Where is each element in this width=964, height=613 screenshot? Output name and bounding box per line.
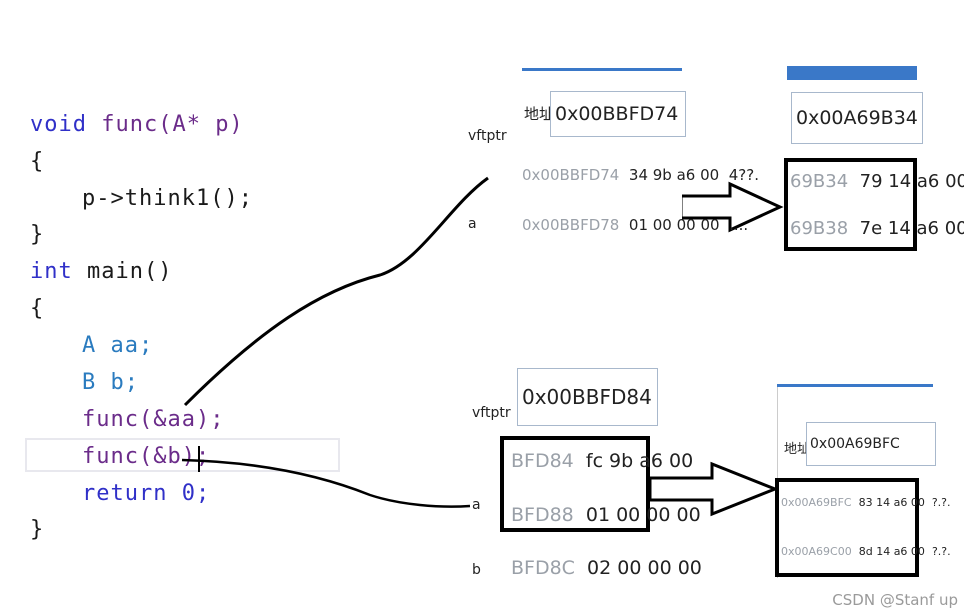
code-line-7: A aa;	[82, 333, 154, 358]
object-highlight-box	[500, 436, 650, 532]
arrow-top-icon	[679, 181, 784, 233]
label-b-bottom: b	[472, 562, 481, 578]
vtable-row: 69B34 79 14 a6 00	[790, 171, 964, 192]
text-caret	[198, 446, 200, 472]
window-titlebar	[522, 68, 682, 71]
label-a-bottom: a	[472, 497, 481, 513]
vtable-highlight-box	[784, 158, 917, 251]
label-vftptr-top: vftptr	[468, 128, 507, 144]
vtable-row: 0x00A69C00 8d 14 a6 00 ?.?.	[781, 545, 951, 558]
memory-row: BFD84 fc 9b a6 00	[511, 450, 694, 472]
window-titlebar	[787, 66, 917, 80]
address-input-bottom[interactable]: 0x00BBFD84	[517, 368, 658, 426]
vtable-address-input-bottom[interactable]: 0x00A69BFC	[806, 422, 936, 466]
code-line-3: p->think1();	[82, 186, 253, 211]
code-line-4: }	[30, 222, 45, 247]
vtable-row: 0x00A69BFC 83 14 a6 00 ?.?.	[781, 496, 951, 509]
memory-row: BFD8C 02 00 00 00	[511, 557, 702, 579]
code-line-8: B b;	[82, 370, 139, 395]
address-input-top[interactable]: 0x00BBFD74	[550, 91, 686, 137]
current-line-highlight	[25, 438, 340, 472]
memory-row: 0x00BBFD78 01 00 00 00 ....	[522, 216, 749, 234]
watermark: CSDN @Stanf up	[832, 591, 958, 609]
arrow-bottom-icon	[648, 461, 780, 517]
code-line-9: func(&aa);	[82, 407, 225, 432]
code-line-6: {	[30, 296, 45, 321]
label-vftptr-bottom: vftptr	[472, 405, 511, 421]
code-line-12: }	[30, 517, 45, 542]
window-titlebar	[777, 384, 933, 387]
code-line-10: func(&b);	[82, 444, 211, 469]
memory-row: BFD88 01 00 00 00	[511, 504, 701, 526]
code-line-5: int main()	[30, 259, 173, 284]
vtable-row: 69B38 7e 14 a6 00	[790, 218, 964, 239]
code-line-11: return 0;	[82, 481, 211, 506]
memory-row: 0x00BBFD74 34 9b a6 00 4??.	[522, 166, 759, 184]
vtable-address-input-top[interactable]: 0x00A69B34	[791, 92, 923, 144]
code-line-2: {	[30, 149, 45, 174]
label-a-top: a	[468, 216, 477, 232]
code-line-1: void func(A* p)	[30, 112, 244, 137]
vtable-highlight-box	[775, 478, 919, 577]
